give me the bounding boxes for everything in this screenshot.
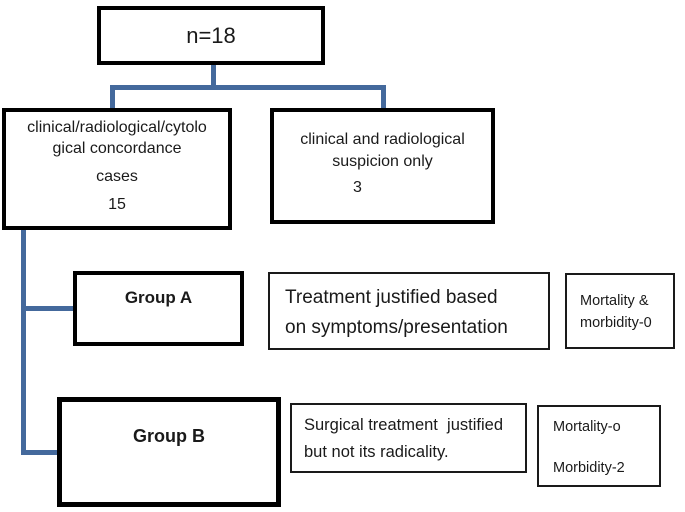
group-b-treatment-line1: Surgical treatment justified [304,416,504,434]
suspicion-count: 3 [353,179,362,196]
group-b-treatment-note: Surgical treatment justified but not its… [290,403,527,473]
group-a-treatment-note: Treatment justified based on symptoms/pr… [268,272,550,350]
group-a-node: Group A [73,271,244,346]
connector-group-b-branch [21,450,61,455]
suspicion-line2: suspicion only [332,153,433,170]
root-label: n=18 [186,22,236,48]
connector-left-vertical [21,229,26,455]
connector-left-drop [110,85,115,110]
suspicion-node: clinical and radiological suspicion only… [270,108,495,224]
root-node: n=18 [97,6,325,65]
concordance-line2: gical concordance [52,140,182,157]
connector-top-horizontal [110,85,386,90]
concordance-count: 15 [108,196,126,213]
group-a-outcome-line1: Mortality & [580,293,649,309]
connector-right-drop [381,85,386,110]
group-a-treatment-line1: Treatment justified based [285,287,498,308]
group-a-label: Group A [124,288,193,307]
group-b-outcome-line1: Mortality-o [553,419,621,435]
concordance-line3: cases [96,168,138,185]
group-b-node: Group B [57,397,281,507]
concordance-line1: clinical/radiological/cytolo [27,119,207,136]
concordance-node: clinical/radiological/cytolo gical conco… [2,108,232,230]
group-b-label: Group B [133,426,205,446]
connector-root-stub [211,64,216,87]
group-b-treatment-line2: but not its radicality. [304,443,449,461]
connector-group-a-branch [21,306,73,311]
group-a-outcome-note: Mortality & morbidity-0 [565,273,675,349]
group-a-outcome-line2: morbidity-0 [580,315,652,331]
group-b-outcome-line2: Morbidity-2 [553,460,625,476]
suspicion-line1: clinical and radiological [300,131,465,148]
group-b-outcome-note: Mortality-o Morbidity-2 [537,405,661,487]
group-a-treatment-line2: on symptoms/presentation [285,317,508,338]
